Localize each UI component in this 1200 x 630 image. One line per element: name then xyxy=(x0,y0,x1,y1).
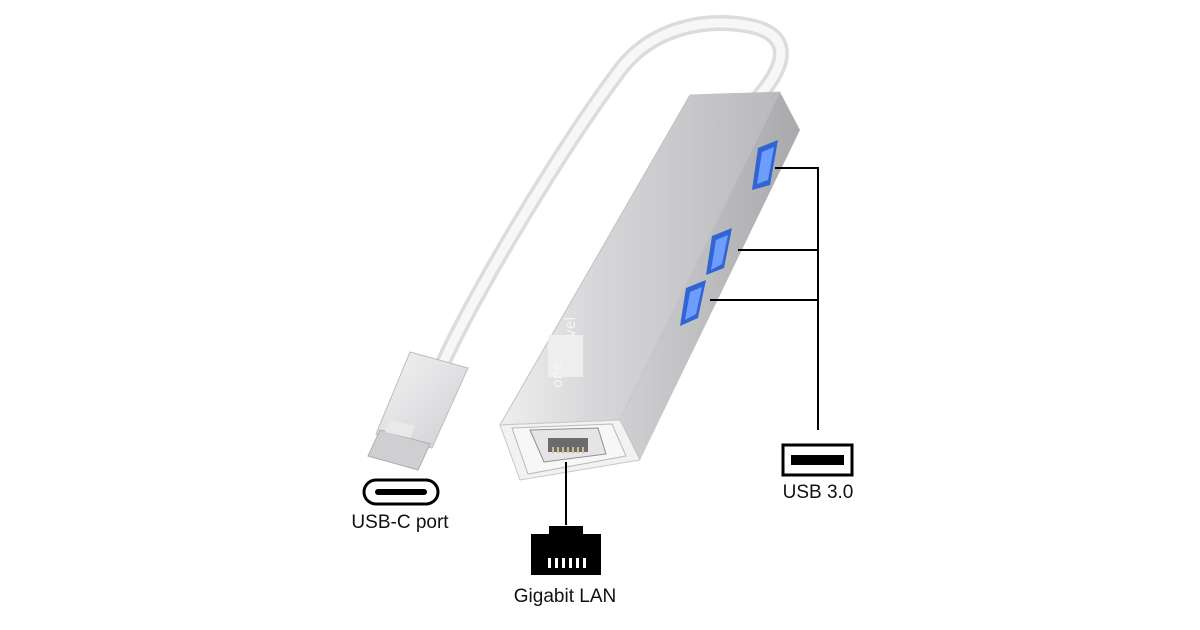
brand-text-bottom: one xyxy=(550,362,566,388)
usb3-port-2 xyxy=(706,228,732,275)
usb3-label: USB 3.0 xyxy=(782,482,854,503)
usb3-port-3 xyxy=(680,280,706,326)
usb3-port-1 xyxy=(752,140,778,190)
rj45-socket xyxy=(511,423,627,475)
usb-c-port-label: USB-C port xyxy=(351,512,449,533)
usb-hub-body xyxy=(499,91,800,481)
usb-a-port-icon xyxy=(781,443,854,477)
gigabit-lan-label: Gigabit LAN xyxy=(513,586,617,607)
callout-lines xyxy=(565,167,819,525)
usb-c-plug xyxy=(367,351,469,471)
usb-c-port-icon xyxy=(362,478,440,506)
rj45-port-icon xyxy=(531,526,601,575)
brand-logo-block xyxy=(548,335,583,377)
